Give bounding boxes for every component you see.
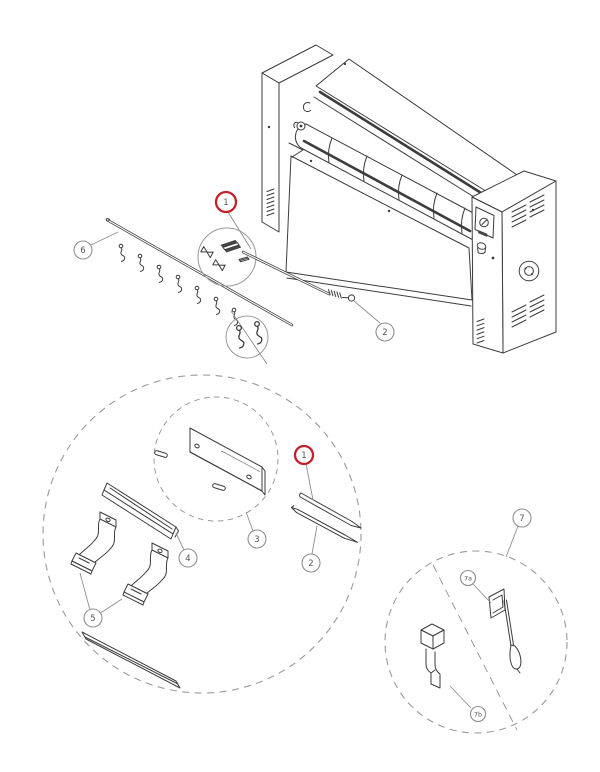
dowel-pin bbox=[154, 450, 226, 491]
callout-4: 4 bbox=[175, 532, 198, 568]
spring-clip bbox=[200, 246, 214, 259]
callout-7a: 7a bbox=[459, 569, 492, 604]
callout-2-detail: 2 bbox=[301, 525, 321, 573]
callout-7: 7 bbox=[505, 508, 532, 558]
roller-band-shadow bbox=[302, 139, 472, 233]
clip-detail-circle bbox=[225, 310, 269, 365]
support-bracket bbox=[122, 542, 169, 606]
detail-rod-1 bbox=[299, 492, 362, 529]
svg-text:2: 2 bbox=[308, 559, 313, 569]
svg-text:7: 7 bbox=[519, 514, 524, 524]
right-end-cabinet bbox=[471, 170, 557, 354]
svg-text:1: 1 bbox=[301, 451, 306, 461]
cabinet-louvers bbox=[511, 194, 545, 328]
callout-1-detail-highlighted: 1 bbox=[293, 444, 315, 501]
channel-bracket bbox=[220, 240, 242, 253]
small-plate bbox=[238, 256, 250, 263]
clip-parts-detail-circle bbox=[197, 227, 257, 287]
svg-text:6: 6 bbox=[80, 246, 85, 256]
top-cover-panel bbox=[313, 58, 521, 203]
callout-2: 2 bbox=[353, 300, 395, 342]
scraper-blade bbox=[81, 631, 181, 689]
left-end-panel bbox=[261, 44, 334, 233]
wire-bracket-7a bbox=[488, 588, 522, 674]
tension-rod-spring bbox=[241, 250, 356, 302]
mounting-plate bbox=[189, 427, 266, 496]
callout-7b: 7b bbox=[449, 685, 487, 723]
svg-text:7b: 7b bbox=[474, 712, 482, 719]
left-panel-vents bbox=[266, 188, 275, 216]
spring-clip bbox=[212, 259, 226, 272]
svg-text:3: 3 bbox=[254, 535, 259, 545]
svg-text:5: 5 bbox=[90, 614, 95, 624]
cabinet-vents-lower bbox=[476, 318, 485, 344]
guide-rail bbox=[101, 482, 179, 540]
svg-text:2: 2 bbox=[382, 328, 387, 338]
part7-detail-circle bbox=[384, 550, 568, 734]
ironer-machine-illustration bbox=[261, 44, 557, 354]
spring-coil bbox=[328, 289, 342, 299]
support-bracket bbox=[70, 511, 117, 575]
molded-block-7b bbox=[420, 623, 445, 689]
control-panel bbox=[474, 206, 495, 239]
cabinet-emblem bbox=[518, 260, 540, 282]
feed-table-panel bbox=[285, 142, 473, 307]
roller-end-latch bbox=[293, 102, 311, 131]
control-knob bbox=[476, 242, 487, 255]
feed-clip-rod-assembly bbox=[105, 218, 356, 365]
detail-rod-2 bbox=[291, 505, 358, 543]
cover-gap-shadow bbox=[318, 90, 488, 198]
ball-end bbox=[347, 294, 356, 302]
callout-5: 5 bbox=[79, 572, 123, 628]
callout-1-highlighted: 1 bbox=[214, 190, 252, 250]
callouts: 6 1 2 3 4 5 1 bbox=[73, 190, 532, 723]
callout-3: 3 bbox=[245, 511, 267, 549]
ironing-roller bbox=[294, 123, 480, 242]
svg-text:4: 4 bbox=[185, 554, 190, 564]
svg-text:1: 1 bbox=[223, 198, 228, 208]
main-detail-circle bbox=[42, 374, 362, 694]
svg-text:7a: 7a bbox=[464, 576, 472, 583]
callout-6: 6 bbox=[73, 231, 119, 260]
